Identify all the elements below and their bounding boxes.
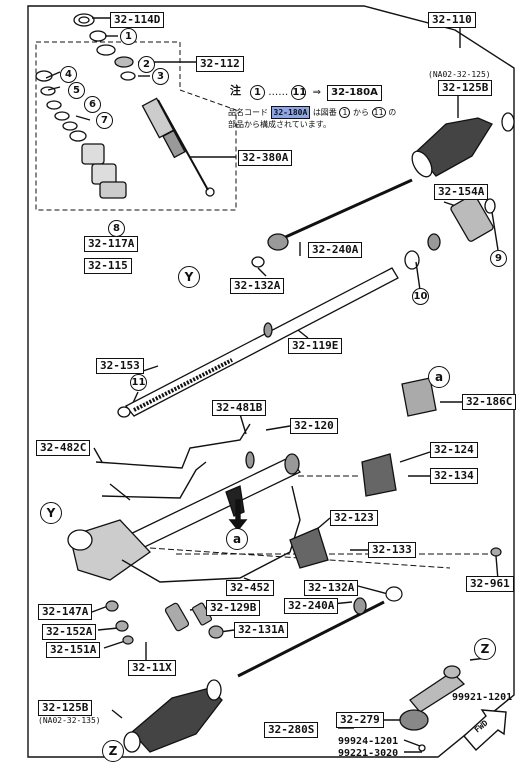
callout-y-top: Y — [178, 266, 200, 288]
note-text-row: 品名コード 32-180A は図番 1 から 11 の 部品から構成されています… — [228, 106, 396, 130]
part-label-32-132a-bottom[interactable]: 32-132A — [304, 580, 359, 596]
callout-6: 6 — [84, 96, 101, 113]
note-line-suffix: の — [388, 108, 397, 117]
note-highlight-code[interactable]: 32-180A — [270, 106, 311, 119]
note-range-row: 1 …… 11 ⇒ 32-180A — [250, 85, 382, 101]
callout-7: 7 — [96, 112, 113, 129]
callout-a-housing: a — [226, 528, 248, 550]
note-line-to: 11 — [371, 107, 386, 118]
callout-8: 8 — [108, 220, 125, 237]
callout-10: 10 — [412, 288, 429, 305]
note-line-mid: は図番 — [312, 108, 337, 117]
note-arrow: ⇒ — [312, 87, 321, 98]
part-number-99921-1201[interactable]: 99921-1201 — [452, 692, 513, 703]
diagram-frame — [27, 5, 515, 758]
part-label-32-240a-top[interactable]: 32-240A — [308, 242, 363, 258]
note-target-label[interactable]: 32-180A — [327, 85, 382, 101]
part-label-32-481b[interactable]: 32-481B — [212, 400, 267, 416]
part-label-32-114d[interactable]: 32-114D — [110, 12, 165, 28]
part-label-32-117a[interactable]: 32-117A — [84, 236, 139, 252]
part-label-32-279[interactable]: 32-279 — [336, 712, 384, 728]
part-label-32-125b-top[interactable]: 32-125B — [438, 80, 493, 96]
callout-5: 5 — [68, 82, 85, 99]
part-note-na02-32-125: (NA02-32-125) — [428, 70, 491, 79]
part-label-32-152a[interactable]: 32-152A — [42, 624, 97, 640]
note-range-end: 11 — [291, 85, 307, 100]
callout-z-right: Z — [474, 638, 496, 660]
note-line2: 部品から構成されています。 — [228, 120, 331, 129]
part-label-32-115[interactable]: 32-115 — [84, 258, 132, 274]
part-label-32-124[interactable]: 32-124 — [430, 442, 478, 458]
part-number-99221-3020[interactable]: 99221-3020 — [338, 748, 399, 759]
callout-y-housing: Y — [40, 502, 62, 524]
callout-11: 11 — [130, 374, 147, 391]
part-note-na02-32-135: (NA02-32-135) — [38, 716, 101, 725]
part-label-32-380a[interactable]: 32-380A — [238, 150, 293, 166]
callout-2: 2 — [138, 56, 155, 73]
note-range-start: 1 — [250, 85, 265, 100]
part-label-32-134[interactable]: 32-134 — [430, 468, 478, 484]
note-line-to-word: から — [353, 108, 369, 117]
part-label-32-482c[interactable]: 32-482C — [36, 440, 91, 456]
part-label-32-110[interactable]: 32-110 — [428, 12, 476, 28]
part-label-32-112[interactable]: 32-112 — [196, 56, 244, 72]
part-number-99924-1201[interactable]: 99924-1201 — [338, 736, 399, 747]
part-label-32-452[interactable]: 32-452 — [226, 580, 274, 596]
callout-3: 3 — [152, 68, 169, 85]
part-label-32-123[interactable]: 32-123 — [330, 510, 378, 526]
part-label-32-151a[interactable]: 32-151A — [46, 642, 101, 658]
part-label-32-120[interactable]: 32-120 — [290, 418, 338, 434]
part-label-32-133[interactable]: 32-133 — [368, 542, 416, 558]
note-range-dots: …… — [268, 87, 289, 98]
callout-a-bracket: a — [428, 366, 450, 388]
part-label-32-153[interactable]: 32-153 — [96, 358, 144, 374]
callout-1: 1 — [120, 28, 137, 45]
part-label-32-119e[interactable]: 32-119E — [288, 338, 343, 354]
assembly-note: 注 1 …… 11 ⇒ 32-180A 品名コード 32-180A は図番 1 … — [228, 82, 414, 129]
part-label-32-131a[interactable]: 32-131A — [234, 622, 289, 638]
part-label-32-186c[interactable]: 32-186C — [462, 394, 517, 410]
part-label-32-132a-top[interactable]: 32-132A — [230, 278, 285, 294]
part-label-32-147a[interactable]: 32-147A — [38, 604, 93, 620]
part-label-32-961[interactable]: 32-961 — [466, 576, 514, 592]
note-line-from: 1 — [339, 107, 351, 118]
part-label-32-240a-bottom[interactable]: 32-240A — [284, 598, 339, 614]
note-line-prefix: 品名コード — [228, 108, 268, 117]
note-head: 注 — [230, 84, 241, 97]
part-label-32-129b[interactable]: 32-129B — [206, 600, 261, 616]
callout-4: 4 — [60, 66, 77, 83]
callout-z-left: Z — [102, 740, 124, 762]
part-label-32-11x[interactable]: 32-11X — [128, 660, 176, 676]
callout-9: 9 — [490, 250, 507, 267]
part-label-32-154a[interactable]: 32-154A — [434, 184, 489, 200]
part-label-32-280s[interactable]: 32-280S — [264, 722, 319, 738]
part-label-32-125b-bottom[interactable]: 32-125B — [38, 700, 93, 716]
